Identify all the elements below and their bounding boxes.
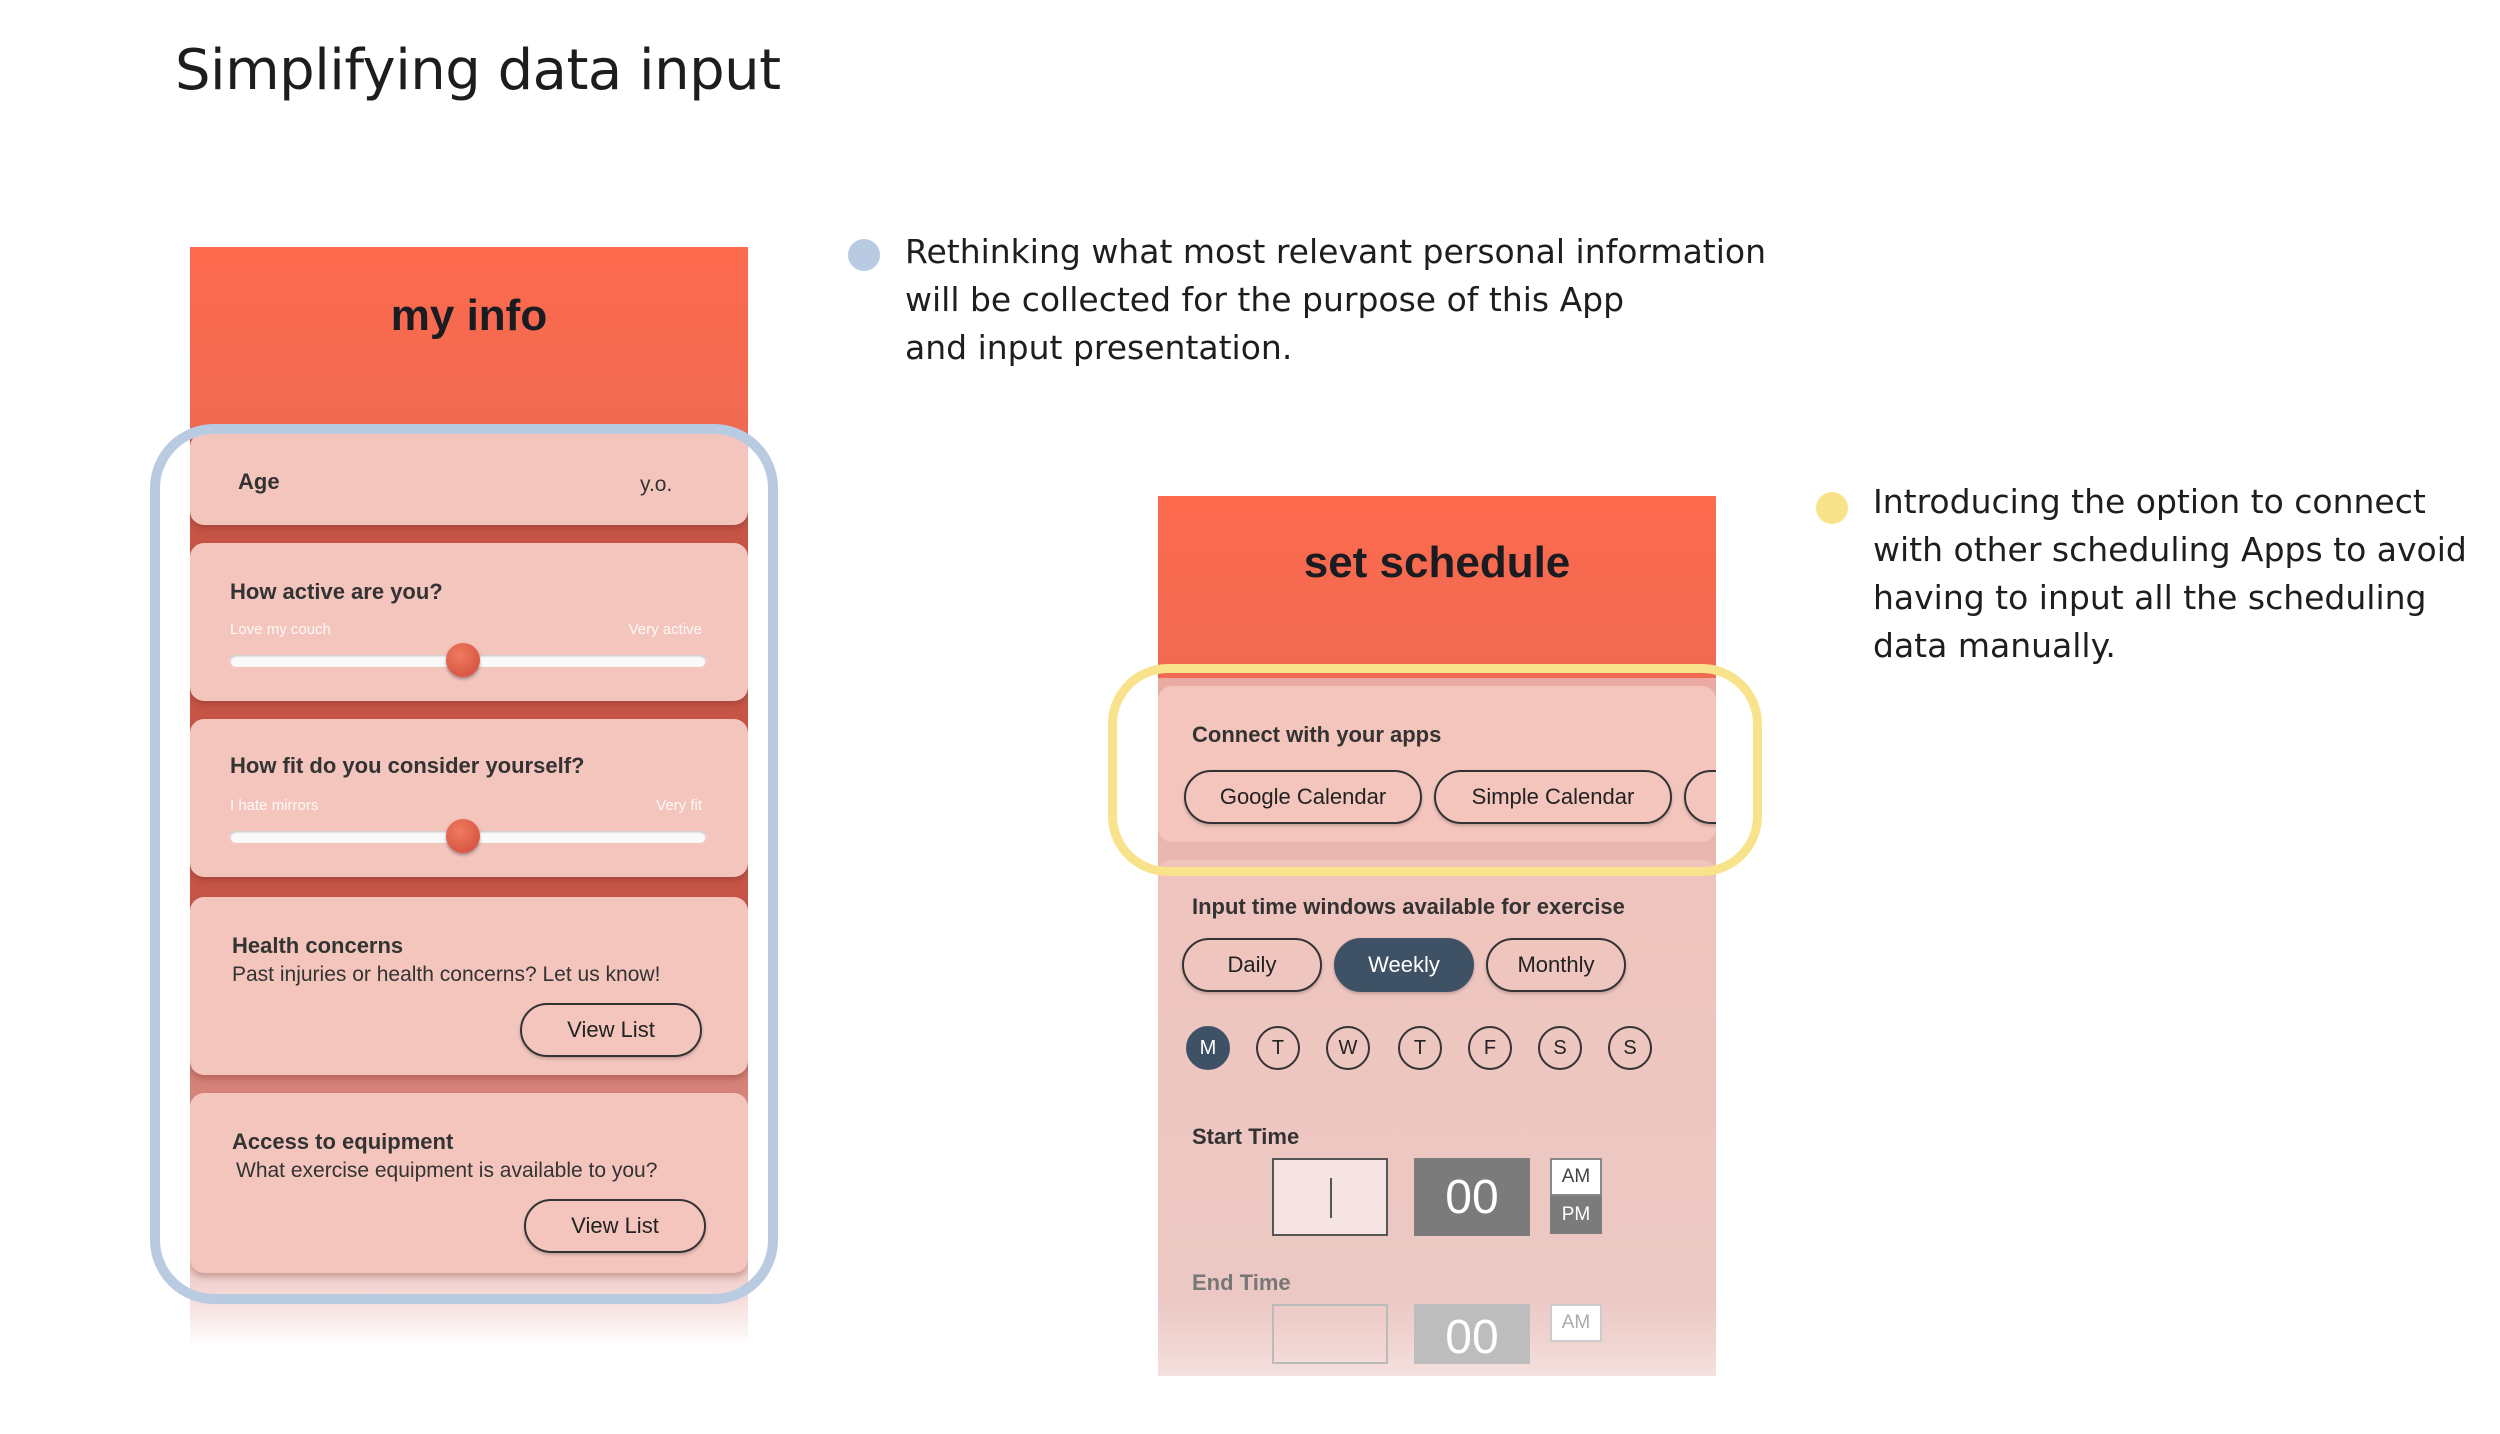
activity-label: How active are you?: [230, 579, 443, 604]
time-windows-label: Input time windows available for exercis…: [1192, 894, 1625, 919]
note-line: with other scheduling Apps to avoid: [1873, 530, 2467, 569]
note-line: and input presentation.: [905, 328, 1293, 367]
personal-info-highlight: [150, 424, 778, 1304]
health-view-list-button[interactable]: View List: [520, 1003, 702, 1057]
day-tuesday[interactable]: T: [1256, 1026, 1300, 1070]
note-line: data manually.: [1873, 626, 2116, 665]
day-thursday[interactable]: T: [1398, 1026, 1442, 1070]
connect-apps-highlight: [1108, 664, 1762, 876]
fitness-card: How fit do you consider yourself? I hate…: [190, 719, 748, 877]
fitness-slider-thumb[interactable]: [446, 819, 480, 853]
daily-button[interactable]: Daily: [1182, 938, 1322, 992]
day-sunday[interactable]: S: [1608, 1026, 1652, 1070]
day-friday[interactable]: F: [1468, 1026, 1512, 1070]
weekly-button[interactable]: Weekly: [1334, 938, 1474, 992]
activity-max-label: Very active: [628, 621, 702, 638]
note-line: will be collected for the purpose of thi…: [905, 280, 1625, 319]
activity-min-label: Love my couch: [230, 621, 331, 638]
age-unit: y.o.: [640, 473, 673, 496]
activity-slider-thumb[interactable]: [446, 643, 480, 677]
equipment-description: What exercise equipment is available to …: [236, 1159, 658, 1182]
fitness-label: How fit do you consider yourself?: [230, 753, 585, 778]
note-line: having to input all the scheduling: [1873, 578, 2427, 617]
yellow-bullet-icon: [1816, 492, 1848, 524]
my-info-title: my info: [390, 291, 548, 340]
end-minutes-display[interactable]: 00: [1414, 1304, 1530, 1364]
start-am-toggle[interactable]: AM: [1550, 1158, 1602, 1196]
page-title: Simplifying data input: [175, 38, 781, 103]
note-personal-info: Rethinking what most relevant personal i…: [848, 228, 1766, 372]
age-label: Age: [238, 469, 280, 494]
start-hour-input[interactable]: [1272, 1158, 1388, 1236]
set-schedule-screen: set schedule Connect with your apps Goog…: [1158, 496, 1716, 1376]
equipment-view-list-button[interactable]: View List: [524, 1199, 706, 1253]
schedule-title: set schedule: [1303, 538, 1571, 587]
note-line: Rethinking what most relevant personal i…: [905, 232, 1766, 271]
day-wednesday[interactable]: W: [1326, 1026, 1370, 1070]
fitness-max-label: Very fit: [656, 797, 702, 814]
schedule-header: set schedule: [1158, 496, 1716, 678]
google-calendar-button[interactable]: Google Calendar: [1184, 770, 1422, 824]
start-time-label: Start Time: [1192, 1124, 1300, 1149]
end-hour-input[interactable]: [1272, 1304, 1388, 1364]
equipment-card: Access to equipment What exercise equipm…: [190, 1093, 748, 1273]
note-scheduling: Introducing the option to connect with o…: [1816, 478, 2467, 670]
time-windows-card: Input time windows available for exercis…: [1158, 860, 1716, 1376]
start-pm-toggle[interactable]: PM: [1550, 1196, 1602, 1234]
my-info-header: my info: [190, 247, 748, 433]
activity-card: How active are you? Love my couch Very a…: [190, 543, 748, 701]
text-cursor: [1330, 1178, 1332, 1218]
day-saturday[interactable]: S: [1538, 1026, 1582, 1070]
start-minutes-display[interactable]: 00: [1414, 1158, 1530, 1236]
note-line: Introducing the option to connect: [1873, 482, 2426, 521]
health-card: Health concerns Past injuries or health …: [190, 897, 748, 1075]
connect-apps-card: Connect with your apps Google Calendar S…: [1158, 686, 1716, 842]
age-card[interactable]: Age y.o.: [190, 433, 748, 525]
health-description: Past injuries or health concerns? Let us…: [232, 963, 661, 986]
simple-calendar-button[interactable]: Simple Calendar: [1434, 770, 1672, 824]
end-time-label: End Time: [1192, 1270, 1291, 1295]
fitness-min-label: I hate mirrors: [230, 797, 319, 814]
monthly-button[interactable]: Monthly: [1486, 938, 1626, 992]
equipment-label: Access to equipment: [232, 1129, 454, 1154]
day-monday[interactable]: M: [1186, 1026, 1230, 1070]
blue-bullet-icon: [848, 239, 880, 271]
end-am-toggle[interactable]: AM: [1550, 1304, 1602, 1342]
health-label: Health concerns: [232, 933, 404, 958]
connect-apps-label: Connect with your apps: [1192, 722, 1442, 747]
